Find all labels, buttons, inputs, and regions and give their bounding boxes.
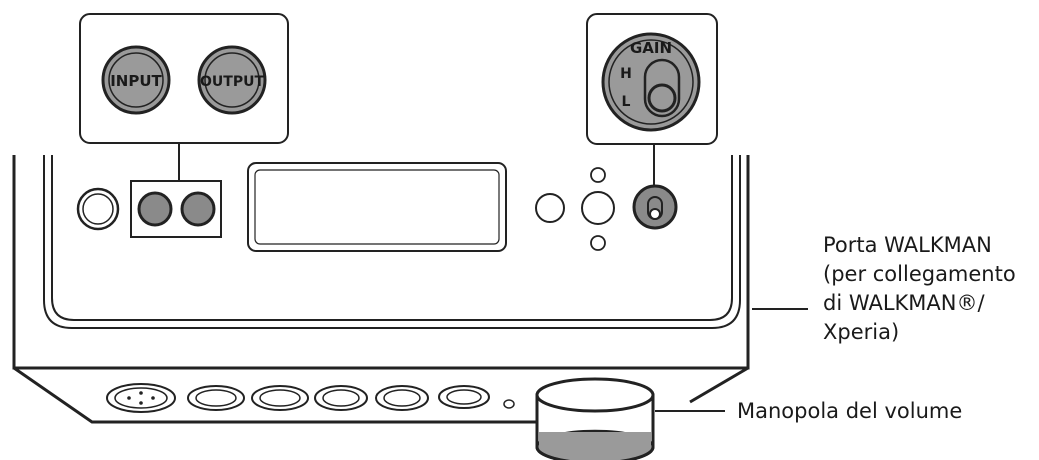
gain-high-label: H — [620, 66, 632, 82]
walkman-port-line-4: Xperia) — [823, 320, 899, 344]
front-connectors — [106, 383, 515, 413]
front-panel — [76, 162, 678, 252]
indicator-light — [503, 399, 515, 409]
headphone-port — [438, 385, 490, 409]
center-button[interactable] — [581, 191, 615, 225]
output-label: OUTPUT — [200, 74, 264, 90]
headphone-port — [314, 385, 368, 411]
volume-knob-label: Manopola del volume — [737, 399, 962, 423]
walkman-port-line-2: (per collegamento — [823, 262, 1016, 286]
input-button[interactable] — [137, 191, 173, 227]
volume-knob-annotation: Manopola del volume — [655, 399, 962, 423]
left-button[interactable] — [535, 193, 565, 223]
headphone-port — [251, 385, 309, 411]
output-button-callout — [197, 45, 267, 115]
down-button[interactable] — [590, 235, 606, 251]
io-callout: INPUT OUTPUT — [79, 13, 289, 181]
walkman-port-line-1: Porta WALKMAN — [823, 233, 992, 257]
gain-switch[interactable] — [632, 184, 678, 230]
headphone-port — [375, 385, 429, 411]
headphone-port — [187, 385, 245, 411]
volume-knob[interactable] — [535, 377, 655, 460]
display-screen — [247, 162, 507, 252]
walkman-port-line-3: di WALKMAN®/ — [823, 291, 985, 315]
up-button[interactable] — [590, 167, 606, 183]
xlr-port — [106, 383, 176, 413]
gain-callout: GAIN H L — [586, 13, 718, 186]
walkman-port-annotation: Porta WALKMAN (per collegamento di WALKM… — [752, 233, 1016, 344]
gain-low-label: L — [622, 94, 631, 110]
io-button-group — [130, 180, 222, 238]
input-label: INPUT — [110, 72, 162, 90]
power-button[interactable] — [76, 187, 120, 231]
input-button-callout — [101, 45, 171, 115]
output-button[interactable] — [180, 191, 216, 227]
gain-slider-knob — [647, 83, 677, 113]
device-body — [12, 155, 750, 424]
gain-label: GAIN — [630, 39, 672, 57]
